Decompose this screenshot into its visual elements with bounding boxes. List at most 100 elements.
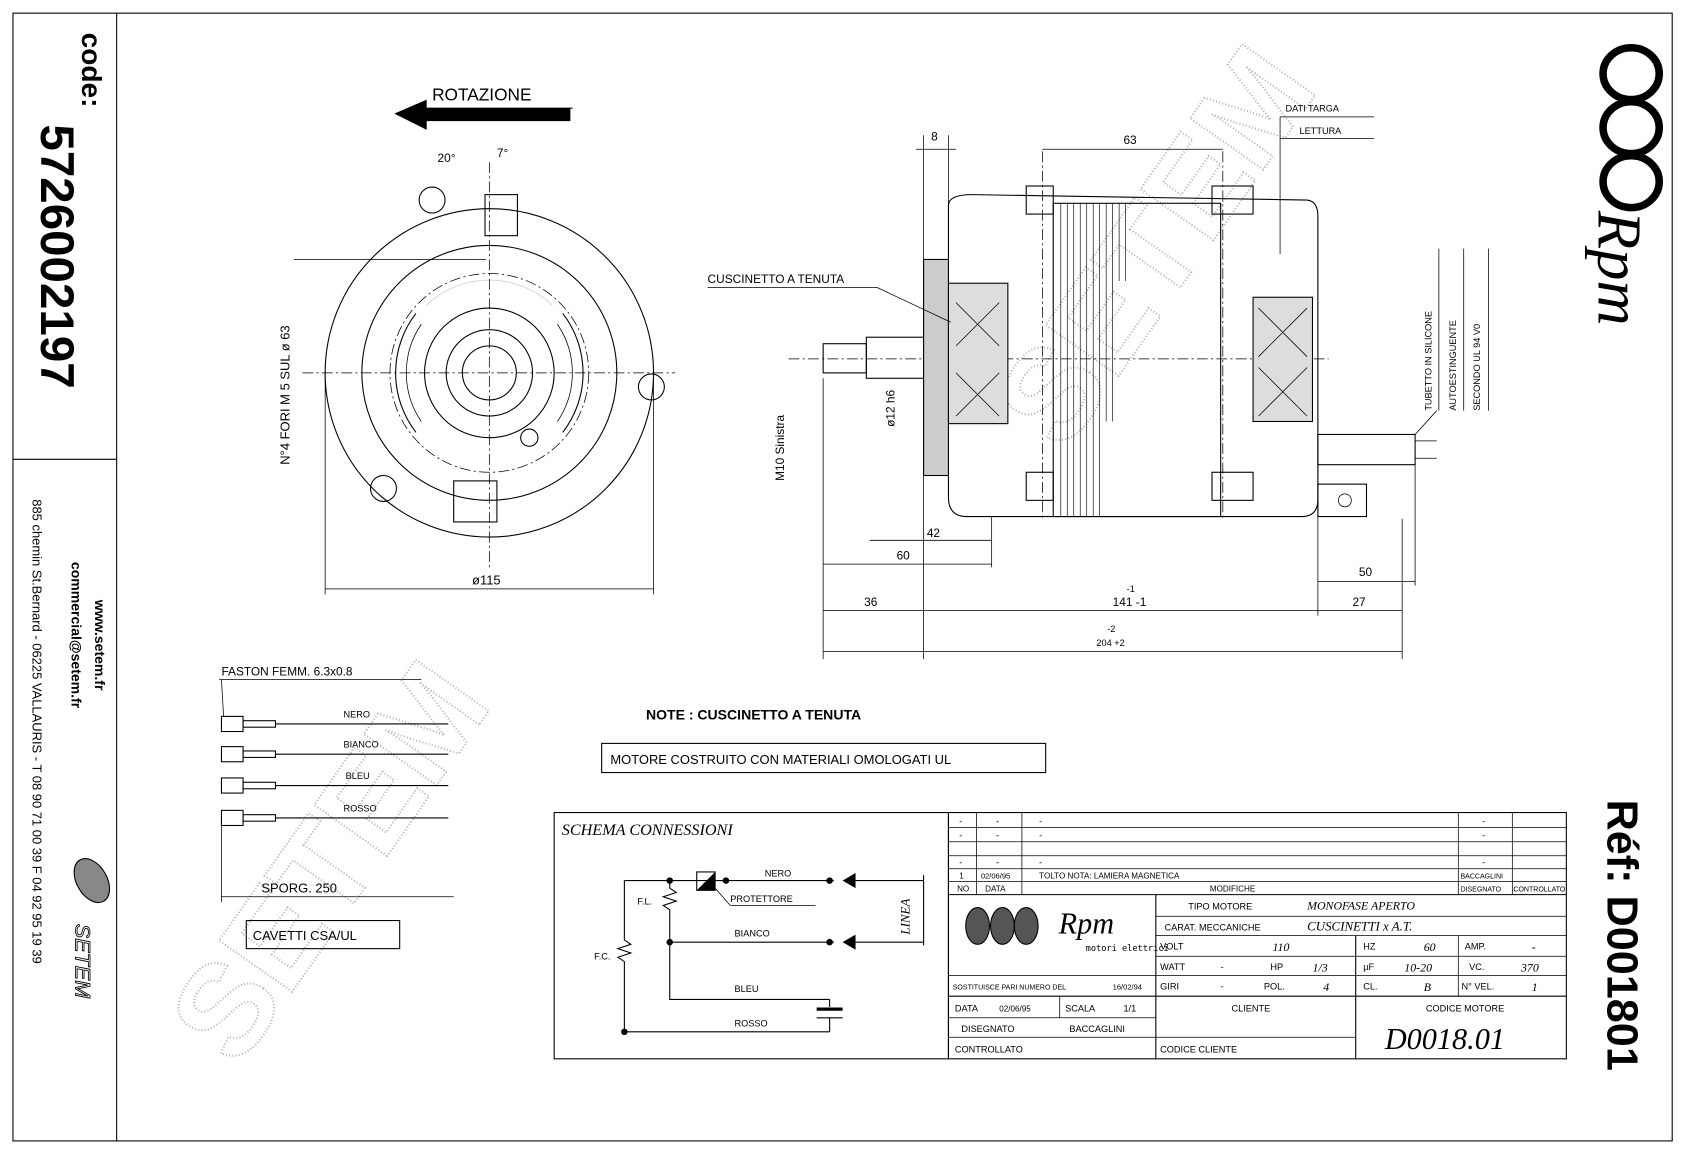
svg-text:-: -: [1221, 982, 1224, 992]
svg-text:DATI TARGA: DATI TARGA: [1285, 103, 1339, 113]
svg-text:16/02/94: 16/02/94: [1113, 983, 1142, 992]
svg-text:BACCAGLINI: BACCAGLINI: [1460, 873, 1503, 880]
title-block-logo: Rpm motori elettrici: [965, 907, 1169, 954]
left-panel: code: 5726002197 www.setem.fr commercial…: [29, 33, 111, 999]
svg-text:Rpm: Rpm: [1058, 907, 1114, 941]
svg-text:ROSSO: ROSSO: [344, 803, 377, 813]
svg-text:CODICE MOTORE: CODICE MOTORE: [1426, 1003, 1504, 1013]
svg-text:BIANCO: BIANCO: [344, 740, 379, 750]
front-view: ROTAZIONE 20° 7° N°4 FORI M 5 SUL ø 63 ø…: [278, 85, 676, 595]
svg-text:AUTOESTINGUENTE: AUTOESTINGUENTE: [1448, 320, 1458, 411]
svg-text:GIRI: GIRI: [1160, 982, 1179, 992]
svg-text:ROSSO: ROSSO: [735, 1018, 768, 1028]
svg-text:CLIENTE: CLIENTE: [1231, 1003, 1270, 1013]
svg-text:-: -: [1039, 816, 1042, 826]
svg-text:VC.: VC.: [1469, 962, 1484, 972]
svg-text:-: -: [1532, 940, 1536, 954]
rotation-label: ROTAZIONE: [432, 85, 531, 105]
svg-text:63: 63: [1123, 133, 1137, 147]
svg-text:110: 110: [1273, 940, 1290, 954]
motor-code: D0018.01: [1384, 1022, 1505, 1056]
ul-note: MOTORE COSTRUITO CON MATERIALI OMOLOGATI…: [610, 752, 951, 767]
svg-text:CUSCINETTO A TENUTA: CUSCINETTO A TENUTA: [708, 272, 845, 286]
svg-text:20°: 20°: [437, 151, 455, 165]
website-link[interactable]: www.setem.fr: [92, 599, 108, 691]
svg-text:1/1: 1/1: [1123, 1003, 1136, 1013]
svg-text:BLEU: BLEU: [346, 771, 370, 781]
svg-text:ø12 h6: ø12 h6: [883, 390, 897, 427]
svg-text:DISEGNATO: DISEGNATO: [1460, 886, 1501, 893]
svg-text:µF: µF: [1363, 962, 1374, 972]
svg-text:BIANCO: BIANCO: [735, 929, 770, 939]
svg-text:CUSCINETTI x A.T.: CUSCINETTI x A.T.: [1307, 918, 1412, 933]
product-code: 5726002197: [30, 124, 83, 388]
svg-text:DATA: DATA: [955, 1003, 979, 1013]
svg-text:ø115: ø115: [472, 573, 501, 588]
svg-text:NO: NO: [957, 884, 969, 893]
svg-text:-: -: [959, 830, 962, 840]
svg-text:CAVETTI CSA/UL: CAVETTI CSA/UL: [253, 928, 357, 943]
svg-text:-: -: [1482, 816, 1485, 826]
svg-text:-: -: [1482, 830, 1485, 840]
wire-bianco: BIANCO: [220, 740, 449, 763]
svg-text:TOLTO NOTA: LAMIERA MAGNETICA: TOLTO NOTA: LAMIERA MAGNETICA: [1039, 871, 1180, 880]
svg-text:N°4 FORI M 5 SUL ø 63: N°4 FORI M 5 SUL ø 63: [278, 325, 293, 464]
side-view: CUSCINETTO A TENUTA DATI TARGA LETTURA M…: [708, 103, 1489, 660]
wire-bleu: BLEU: [220, 771, 449, 794]
address: 885 chemin St.Bernard - 06225 VALLAURIS …: [29, 499, 44, 963]
svg-text:AMP.: AMP.: [1465, 942, 1486, 952]
svg-text:36: 36: [864, 595, 878, 609]
email-link[interactable]: commercial@setem.fr: [68, 562, 84, 709]
svg-text:1: 1: [1532, 980, 1538, 994]
rpm-logo-icon: Rpm: [1585, 43, 1664, 326]
svg-text:MODIFICHE: MODIFICHE: [1210, 884, 1256, 893]
svg-text:SPORG. 250: SPORG. 250: [261, 880, 337, 895]
setem-logo-icon: SETEM: [70, 858, 111, 999]
svg-text:1: 1: [959, 871, 964, 880]
svg-text:NERO: NERO: [765, 868, 792, 878]
svg-text:60: 60: [897, 549, 911, 563]
svg-text:CL.: CL.: [1363, 982, 1377, 992]
svg-text:B: B: [1424, 980, 1431, 994]
svg-text:F.C.: F.C.: [594, 951, 610, 961]
svg-text:CODICE CLIENTE: CODICE CLIENTE: [1160, 1044, 1237, 1054]
bearing-note: NOTE : CUSCINETTO A TENUTA: [646, 707, 861, 723]
svg-text:N° VEL.: N° VEL.: [1462, 982, 1495, 992]
svg-text:motori elettrici: motori elettrici: [1086, 944, 1169, 954]
svg-text:1/3: 1/3: [1312, 960, 1327, 974]
svg-text:27: 27: [1352, 595, 1365, 609]
svg-text:-: -: [996, 830, 999, 840]
svg-text:SOSTITUISCE PARI NUMERO DEL: SOSTITUISCE PARI NUMERO DEL: [953, 985, 1066, 992]
svg-text:POL.: POL.: [1264, 982, 1285, 992]
rotation-arrow-icon: [394, 99, 571, 130]
svg-text:LINEA: LINEA: [898, 899, 913, 936]
code-label: code:: [76, 33, 107, 108]
svg-text:-: -: [1039, 857, 1042, 867]
svg-text:NERO: NERO: [344, 709, 371, 719]
svg-text:VOLT: VOLT: [1160, 942, 1184, 952]
svg-text:4: 4: [1323, 980, 1329, 994]
svg-text:SETEM: SETEM: [71, 924, 96, 998]
svg-text:02/06/95: 02/06/95: [999, 1004, 1031, 1013]
svg-text:CONTROLLATO: CONTROLLATO: [955, 1044, 1023, 1054]
drawing-frame: [12, 12, 1673, 1142]
stator-laminations: [1060, 203, 1126, 517]
svg-text:-: -: [1221, 962, 1224, 972]
svg-text:60: 60: [1424, 940, 1436, 954]
svg-text:TUBETTO IN SILICONE: TUBETTO IN SILICONE: [1423, 311, 1433, 411]
svg-text:204 +2: 204 +2: [1096, 638, 1124, 648]
svg-text:Rpm: Rpm: [1585, 210, 1655, 326]
svg-text:8: 8: [931, 130, 938, 144]
svg-text:PROTETTORE: PROTETTORE: [730, 894, 793, 904]
line-arrow-icon: [842, 873, 856, 889]
svg-text:-: -: [996, 816, 999, 826]
svg-text:HZ: HZ: [1363, 942, 1376, 952]
svg-text:SCHEMA CONNESSIONI: SCHEMA CONNESSIONI: [562, 821, 735, 839]
svg-text:HP: HP: [1270, 962, 1283, 972]
svg-text:CARAT. MECCANICHE: CARAT. MECCANICHE: [1164, 922, 1260, 932]
svg-text:M10 Sinistra: M10 Sinistra: [773, 415, 787, 481]
svg-text:-1: -1: [1127, 584, 1135, 594]
wire-nero: NERO: [220, 709, 449, 733]
